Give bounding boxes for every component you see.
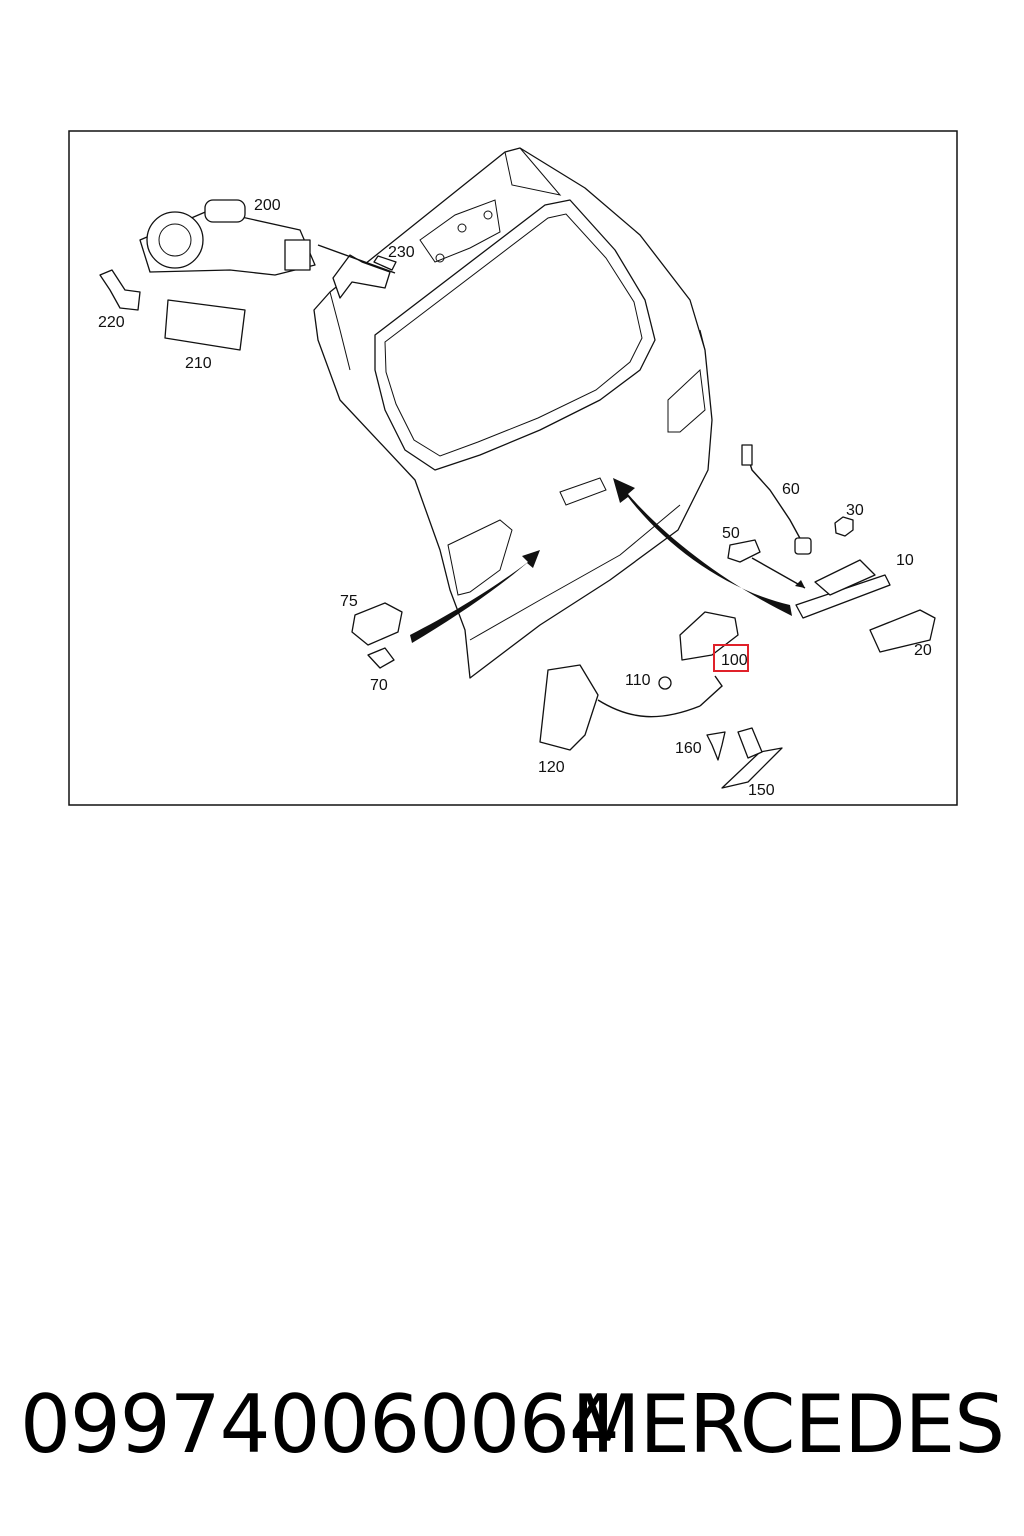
callout-100: 100 bbox=[721, 652, 748, 669]
arrow-left bbox=[410, 550, 540, 643]
brand-name: MERCEDES bbox=[571, 1378, 1005, 1471]
part-120-actuator bbox=[539, 664, 701, 751]
callout-160: 160 bbox=[675, 740, 702, 757]
callout-200: 200 bbox=[254, 197, 281, 214]
part-160-clip bbox=[706, 731, 726, 761]
part-20-switch bbox=[869, 609, 936, 653]
part-210-control-unit bbox=[164, 299, 246, 351]
footer: 099740060064 MERCEDES bbox=[0, 1375, 1024, 1475]
part-230-hinge bbox=[317, 244, 397, 299]
part-10-handle bbox=[795, 559, 891, 619]
callout-230: 230 bbox=[388, 244, 415, 261]
tailgate-panel bbox=[313, 147, 713, 679]
callout-110: 110 bbox=[625, 672, 651, 689]
part-50-bracket bbox=[727, 539, 761, 563]
callout-70: 70 bbox=[370, 677, 388, 694]
part-30-nut bbox=[834, 516, 854, 537]
part-75-striker bbox=[351, 602, 403, 646]
callout-30: 30 bbox=[846, 502, 864, 519]
callout-120: 120 bbox=[538, 759, 565, 776]
part-150-plate bbox=[721, 747, 783, 789]
callout-75: 75 bbox=[340, 593, 358, 610]
callout-100-highlight bbox=[713, 644, 749, 672]
diagram-frame bbox=[68, 130, 958, 806]
callout-210: 210 bbox=[185, 355, 212, 372]
arrow-right bbox=[613, 478, 792, 616]
callout-150: 150 bbox=[748, 782, 775, 799]
part-60-cable bbox=[741, 444, 812, 555]
part-100-lock bbox=[679, 611, 739, 707]
callout-10: 10 bbox=[896, 552, 914, 569]
part-200-drive-unit bbox=[139, 199, 316, 276]
part-number: 099740060064 bbox=[20, 1378, 620, 1471]
callout-60: 60 bbox=[782, 481, 800, 498]
part-110-bolt bbox=[658, 676, 672, 690]
exploded-parts-diagram: 200 230 220 210 60 30 50 10 75 70 110 10… bbox=[68, 130, 958, 806]
part-220-bracket bbox=[99, 269, 141, 311]
callout-20: 20 bbox=[914, 642, 932, 659]
callout-50: 50 bbox=[722, 525, 740, 542]
part-70-fastener bbox=[367, 647, 395, 669]
callout-220: 220 bbox=[98, 314, 125, 331]
